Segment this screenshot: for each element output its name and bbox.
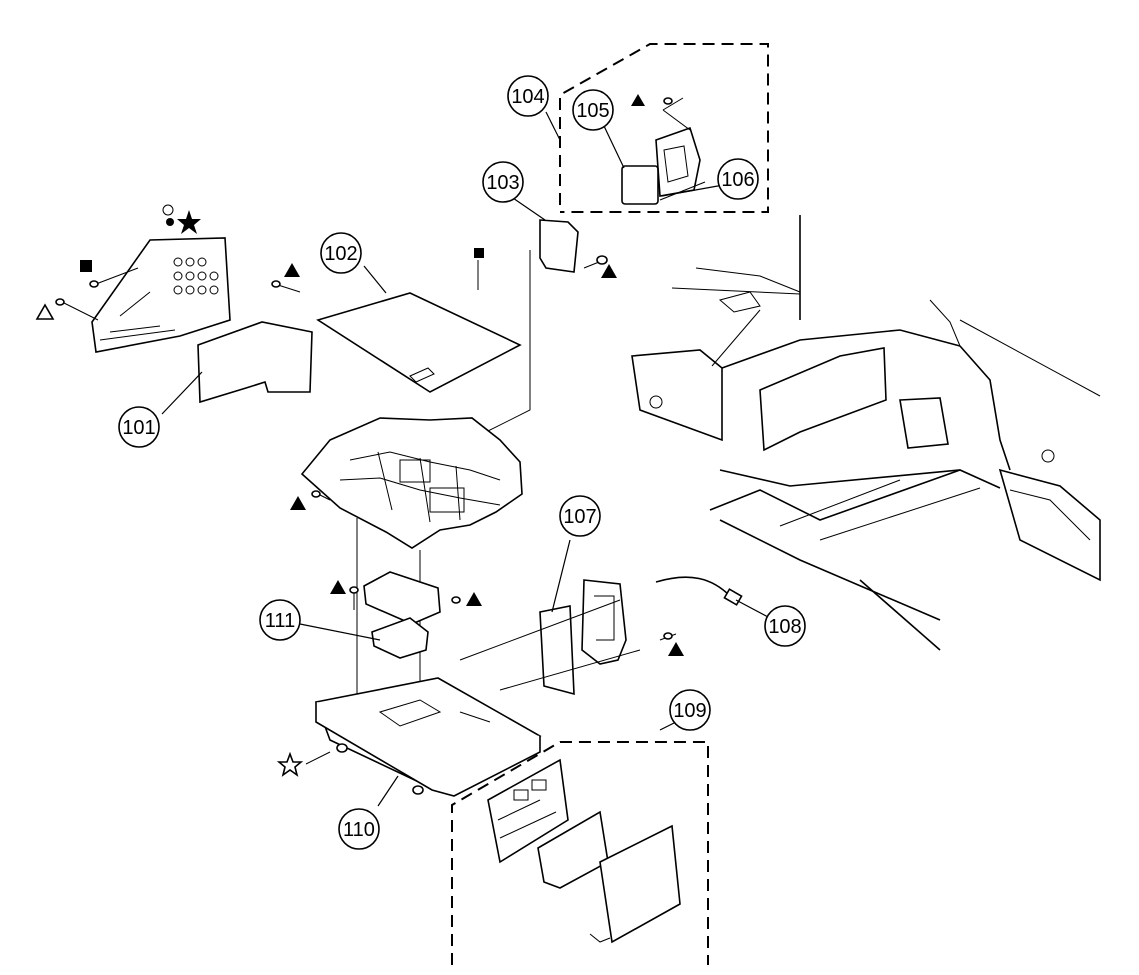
leader-lines — [161, 111, 771, 807]
svg-text:107: 107 — [563, 506, 596, 528]
triangle-outline-icon — [35, 303, 55, 320]
callout-104: 104 — [507, 75, 549, 117]
triangle-filled-icon — [284, 263, 300, 277]
triangle-filled-icon — [330, 580, 346, 594]
callout-105: 105 — [572, 89, 614, 131]
triangle-filled-icon — [290, 496, 306, 510]
callouts: 101 102 103 104 105 106 107 108 — [118, 75, 806, 850]
callout-111: 111 — [259, 599, 301, 641]
svg-text:101: 101 — [122, 417, 155, 439]
svg-text:110: 110 — [343, 819, 375, 841]
svg-text:104: 104 — [511, 86, 544, 108]
star-filled-icon — [177, 210, 201, 234]
machine-body — [631, 215, 1101, 651]
star-outline-icon — [276, 751, 304, 777]
part-108-cable — [655, 576, 743, 606]
svg-text:105: 105 — [576, 100, 609, 122]
triangle-filled-icon — [631, 94, 645, 106]
part-101-panel — [197, 321, 313, 404]
part-103-bracket — [469, 219, 608, 441]
square-filled-icon — [80, 260, 92, 272]
svg-text:103: 103 — [486, 172, 519, 194]
chassis-frame — [300, 417, 523, 700]
callout-109: 109 — [669, 689, 711, 731]
part-107-board — [459, 579, 677, 696]
callout-106: 106 — [717, 158, 759, 200]
group-104-dashed-box — [559, 43, 769, 213]
part-105-assembly — [621, 97, 706, 205]
svg-text:102: 102 — [324, 243, 357, 265]
group-109-dashed-box — [451, 741, 709, 965]
callout-103: 103 — [482, 161, 524, 203]
part-109-boards — [487, 758, 681, 944]
callout-108: 108 — [764, 605, 806, 647]
svg-text:108: 108 — [768, 616, 801, 638]
part-111-bracket — [349, 571, 461, 659]
svg-text:109: 109 — [673, 700, 706, 722]
top-left-circuit-board — [55, 204, 301, 353]
part-110-base — [305, 677, 542, 797]
callout-102: 102 — [320, 232, 362, 274]
callout-107: 107 — [559, 495, 601, 537]
triangle-filled-icon — [668, 642, 684, 656]
callout-110: 110 — [338, 808, 380, 850]
triangle-filled-icon — [601, 264, 617, 278]
svg-text:111: 111 — [265, 610, 295, 632]
part-102-cover — [316, 248, 522, 393]
triangle-filled-icon — [466, 592, 482, 606]
callout-101: 101 — [118, 406, 160, 448]
svg-text:106: 106 — [721, 169, 754, 191]
screw-symbols — [35, 94, 684, 777]
